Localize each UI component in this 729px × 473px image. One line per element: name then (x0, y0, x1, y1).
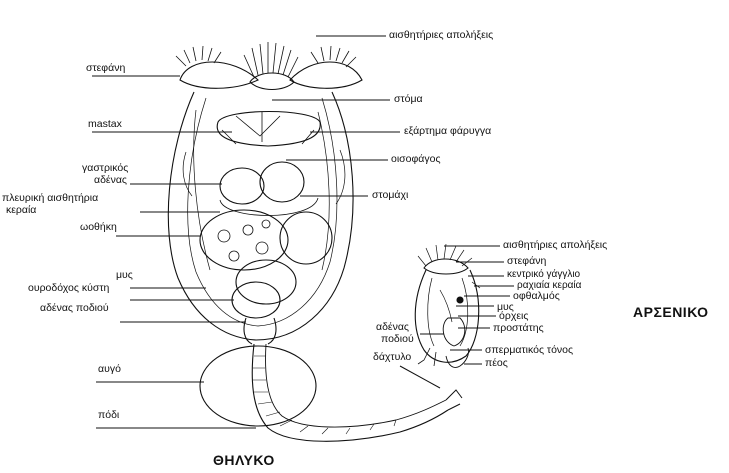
label-male-foot-gland-2: ποδιού (381, 334, 414, 345)
label-female-lateral-antenna-2: κεραία (6, 205, 36, 216)
label-male-corona: στεφάνη (507, 256, 546, 267)
male-penis (446, 348, 469, 368)
male-corona-bristles (418, 244, 472, 266)
label-male-foot-gland-1: αδένας (376, 322, 409, 333)
female-stomach-lobe (260, 162, 304, 202)
female-body-outline (168, 92, 353, 340)
label-female-mouth: στόμα (394, 94, 423, 105)
female-corona-right-lobe (290, 62, 362, 88)
label-male-testis: όρχεις (499, 311, 528, 322)
label-male-sperm-duct: σπερματικός τόνος (485, 345, 573, 356)
male-title: ΑΡΣΕΝΙΚΟ (633, 304, 709, 320)
female-corona-bristles (176, 42, 356, 77)
female-title: ΘΗΛΥΚΟ (213, 452, 275, 468)
label-male-central-ganglion: κεντρικό γάγγλιο (507, 270, 580, 280)
label-female-foot-gland: αδένας ποδιού (40, 303, 109, 314)
female-corona-left-lobe (180, 62, 258, 88)
label-female-esophagus: οισοφάγος (391, 154, 441, 165)
label-female-lateral-antenna-1: πλευρική αισθητήρια (2, 193, 98, 204)
label-female-ovary: ωοθήκη (80, 222, 117, 233)
label-male-sensory-bristles: αισθητήριες απολήξεις (503, 240, 607, 251)
label-female-pharynx-appendage: εξάρτημα φάρυγγα (404, 126, 491, 137)
label-female-egg: αυγό (98, 364, 121, 375)
label-female-sensory-bristles: αισθητήριες απολήξεις (389, 30, 493, 41)
label-female-mastax: mastax (88, 119, 122, 130)
label-female-foot: πόδι (98, 410, 119, 421)
label-female-bladder: ουροδόχος κύστη (28, 283, 109, 294)
label-female-stomach: στομάχι (372, 190, 408, 201)
label-female-muscle: μυς (116, 270, 133, 281)
male-testis (443, 318, 465, 346)
label-female-gastric-gland-1: γαστρικός (82, 163, 128, 174)
label-male-prostate: προστάτης (493, 323, 544, 334)
female-egg (200, 346, 316, 426)
female-gastric-lobe (220, 168, 264, 204)
male-eye (457, 297, 463, 303)
label-female-gastric-gland-2: αδένας (94, 175, 127, 186)
label-male-toe: δάχτυλο (373, 352, 411, 363)
female-corona-center (250, 73, 294, 90)
label-female-corona: στεφάνη (86, 63, 125, 74)
male-corona (424, 259, 468, 274)
label-male-penis: πέος (485, 358, 508, 369)
female-bladder (232, 282, 280, 318)
label-male-eye: οφθαλμός (513, 291, 560, 302)
